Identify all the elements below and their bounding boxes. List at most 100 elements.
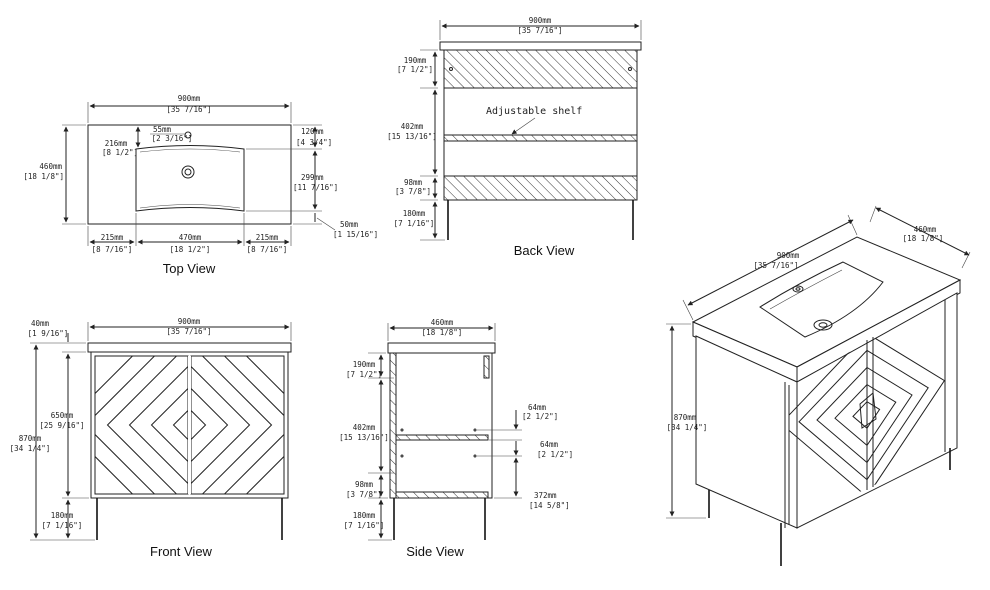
iso-door-diamond-ring: [852, 401, 881, 430]
dim-front-legs-in: [7 1/16"]: [42, 521, 83, 530]
dim-iso-depth-in: [18 1/8"]: [903, 234, 944, 243]
dim-iso-height-in: [34 1/4"]: [667, 423, 708, 432]
side-back-panel: [389, 352, 397, 499]
front-view: 900mm [35 7/16"] 40mm [1 9/16"] 650mm [2…: [10, 317, 292, 559]
dim-iso-height-mm: 870mm: [674, 413, 697, 422]
countertop-outline: [87, 124, 292, 225]
dim-front-body-in: [25 9/16"]: [39, 421, 84, 430]
dim-basin-width-in: [18 1/2"]: [170, 245, 211, 254]
front-cabinet: [90, 351, 289, 499]
side-cabinet: [389, 352, 493, 499]
dim-top-depth-mm: 460mm: [39, 162, 62, 171]
dim-faucet-mm: 55mm: [153, 125, 172, 134]
dim-side-bottom-mm: 98mm: [355, 480, 374, 489]
dim-side-interior-in: [14 5/8"]: [529, 501, 570, 510]
dim-front-total-in: [34 1/4"]: [10, 444, 51, 453]
iso-door-diamond-ring: [798, 349, 929, 481]
dim-side-legs-mm: 180mm: [353, 511, 376, 520]
dim-side-top-in: [7 1/2"]: [346, 370, 382, 379]
back-view-title: Back View: [514, 243, 575, 258]
side-view: 460mm [18 1/8"] 190mm [7 1/2"] 402mm [15…: [339, 318, 573, 559]
drain-icon: [181, 165, 195, 179]
iso-door-chevron-pattern: [789, 332, 945, 498]
dim-rear-in: [4 3/4"]: [296, 138, 332, 147]
dim-back-legs-mm: 180mm: [403, 209, 426, 218]
dim-back-top-in: [7 1/2"]: [397, 65, 433, 74]
dim-rear-mm: 120mm: [301, 127, 324, 136]
dim-side-depth-in: [18 1/8"]: [422, 328, 463, 337]
dim-top-depth-in: [18 1/8"]: [23, 172, 64, 181]
dim-front-total-mm: 870mm: [19, 434, 42, 443]
side-shelf: [395, 434, 489, 441]
dim-iso-depth-mm: 460mm: [914, 225, 937, 234]
dim-back-middle-in: [15 13/16"]: [387, 132, 437, 141]
dim-side-bottom-in: [3 7/8"]: [346, 490, 382, 499]
dim-right-in: [8 7/16"]: [247, 245, 288, 254]
dim-side-depth-mm: 460mm: [431, 318, 454, 327]
iso-door-handle: [859, 392, 877, 429]
dim-left-in: [8 7/16"]: [92, 245, 133, 254]
dim-iso-width-mm: 900mm: [777, 251, 800, 260]
door-diamond-ring: [172, 408, 207, 442]
iso-drain-icon: [813, 319, 833, 331]
front-countertop: [87, 342, 292, 353]
dim-basin-back-in: [8 1/2"]: [102, 148, 138, 157]
dim-front-body-mm: 650mm: [51, 411, 74, 420]
basin-outline: [135, 145, 245, 212]
dim-side-top-mm: 190mm: [353, 360, 376, 369]
top-view-title: Top View: [163, 261, 216, 276]
dim-back-bottom-mm: 98mm: [404, 178, 423, 187]
dim-top-width-in: [35 7/16"]: [166, 105, 211, 114]
iso-door-diamond-ring: [789, 332, 945, 498]
dim-basin-width-mm: 470mm: [179, 233, 202, 242]
dim-back-legs-in: [7 1/16"]: [394, 219, 435, 228]
iso-cabinet-front: [796, 292, 958, 529]
dim-left-mm: 215mm: [101, 233, 124, 242]
dim-front-width-in: [35 7/16"]: [166, 327, 211, 336]
dim-back-top-mm: 190mm: [404, 56, 427, 65]
dim-front-width-mm: 900mm: [178, 317, 201, 326]
dim-basin-depth-mm: 299mm: [301, 173, 324, 182]
door-diamond-ring: [150, 386, 229, 464]
dim-faucet-in: [2 3/16"]: [152, 134, 193, 143]
dim-side-middle-in: [15 13/16"]: [339, 433, 389, 442]
door-diamond-ring: [128, 364, 251, 486]
dim-front-top-mm: 40mm: [31, 319, 50, 328]
adjustable-shelf-note: Adjustable shelf: [486, 106, 582, 117]
isometric-view: 900mm [35 7/16"] 460mm [18 1/8"] 870mm […: [666, 205, 971, 566]
dim-back-width-in: [35 7/16"]: [517, 26, 562, 35]
dim-front-mm: 50mm: [340, 220, 359, 229]
dim-back-middle-mm: 402mm: [401, 122, 424, 131]
dim-iso-width-in: [35 7/16"]: [753, 261, 798, 270]
dim-side-hole-bottom-in: [2 1/2"]: [537, 450, 573, 459]
dim-back-width-mm: 900mm: [529, 16, 552, 25]
back-shelf: [443, 134, 638, 142]
side-view-title: Side View: [406, 544, 464, 559]
door-diamond-ring: [106, 356, 273, 494]
dim-back-bottom-in: [3 7/8"]: [395, 187, 431, 196]
iso-door-diamond-ring: [816, 366, 913, 464]
back-bottom-panel: [443, 175, 638, 201]
dim-side-hole-top-mm: 64mm: [528, 403, 547, 412]
side-front-rail: [483, 355, 490, 379]
dim-top-width-mm: 900mm: [178, 94, 201, 103]
dim-side-middle-mm: 402mm: [353, 423, 376, 432]
back-view: Adjustable shelf 900mm [35 7/16"] 190mm …: [387, 16, 642, 258]
back-top-panel: [443, 49, 638, 89]
dim-basin-back-mm: 216mm: [105, 139, 128, 148]
dim-side-legs-in: [7 1/16"]: [344, 521, 385, 530]
back-countertop: [439, 41, 642, 51]
door-chevron-pattern: [95, 356, 284, 494]
side-countertop: [387, 342, 496, 354]
front-view-title: Front View: [150, 544, 213, 559]
iso-door-diamond-ring: [834, 383, 897, 447]
dim-side-hole-top-in: [2 1/2"]: [522, 412, 558, 421]
side-bottom-panel: [395, 491, 489, 499]
dim-side-hole-bottom-mm: 64mm: [540, 440, 559, 449]
faucet-hole-icon: [184, 131, 192, 139]
dim-side-interior-mm: 372mm: [534, 491, 557, 500]
dim-right-mm: 215mm: [256, 233, 279, 242]
top-view: 900mm [35 7/16"] 460mm [18 1/8"] 55mm [2…: [23, 94, 378, 276]
dim-front-legs-mm: 180mm: [51, 511, 74, 520]
